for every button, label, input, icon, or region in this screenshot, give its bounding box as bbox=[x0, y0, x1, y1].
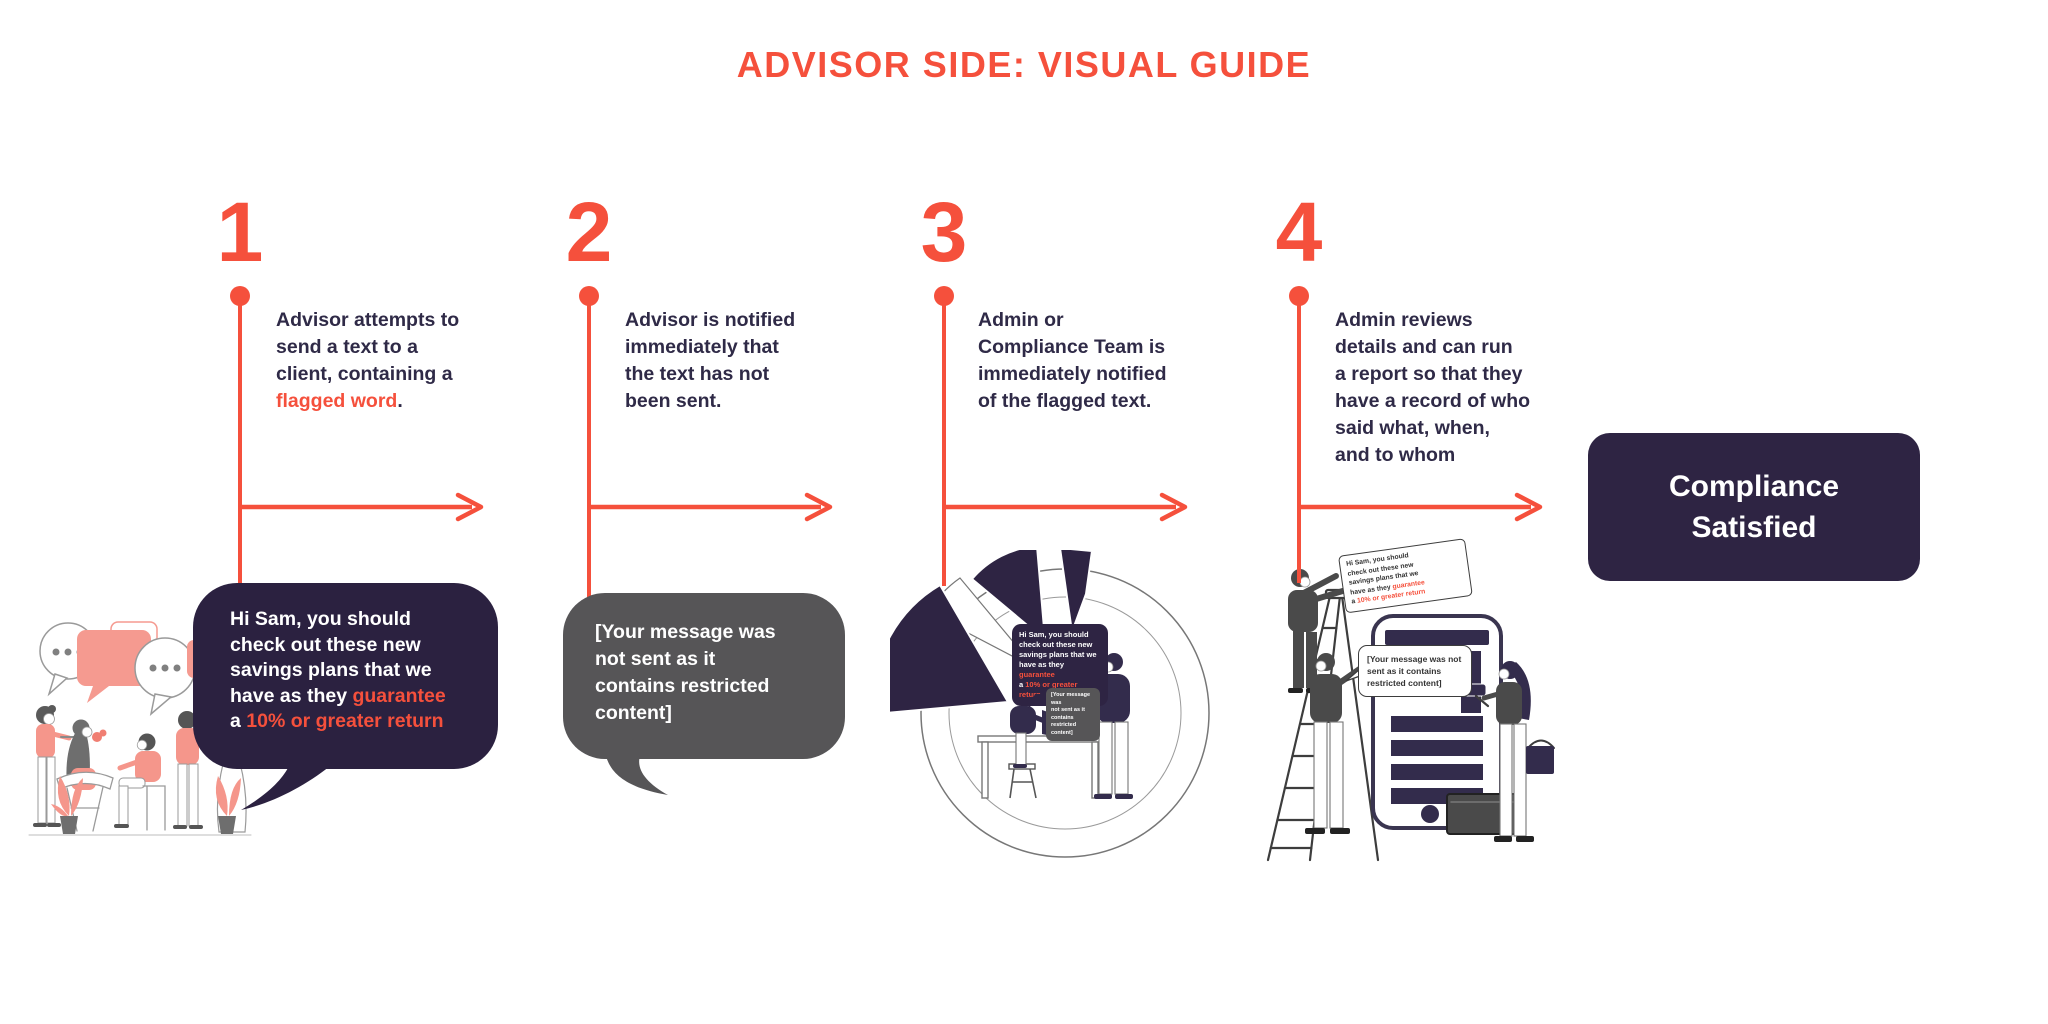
step-number-1: 1 bbox=[216, 185, 264, 279]
pie-wedge bbox=[890, 583, 1010, 714]
system-message-bubble: [Your message was not sent as it contain… bbox=[563, 593, 845, 759]
timeline-line-3 bbox=[942, 295, 946, 586]
pie-wedge bbox=[1059, 550, 1094, 633]
compliance-satisfied-box: Compliance Satisfied bbox=[1588, 433, 1920, 581]
step-number-3: 3 bbox=[920, 185, 968, 279]
system-message-bubble-mini: [Your message was not sent as it contain… bbox=[1046, 688, 1100, 741]
arrow-right-icon bbox=[240, 492, 484, 522]
flagged-word-highlight: flagged word bbox=[276, 390, 398, 412]
advisor-message-bubble-mini: Hi Sam, you should check out these new s… bbox=[1012, 624, 1108, 706]
bucket-handle bbox=[1527, 739, 1555, 749]
system-bubble-tail bbox=[606, 756, 668, 795]
arrow-right-icon bbox=[944, 492, 1188, 522]
chat-bubble-icon bbox=[77, 630, 151, 686]
timeline-line-4 bbox=[1297, 295, 1301, 583]
bucket bbox=[1526, 746, 1554, 774]
timeline-line-1 bbox=[238, 295, 242, 585]
compliance-satisfied-label: Compliance Satisfied bbox=[1668, 470, 1840, 544]
step-description-3: Admin or Compliance Team is immediately … bbox=[978, 309, 1167, 412]
step-description-4: Admin reviews details and can run a repo… bbox=[1335, 309, 1531, 466]
timeline-line-2 bbox=[587, 295, 591, 598]
pie-wedge bbox=[970, 550, 1047, 643]
step-description-1: Advisor attempts to send a text to a cli… bbox=[276, 309, 460, 412]
arrow-right-icon bbox=[1299, 492, 1543, 522]
advisor-message-bubble: Hi Sam, you should check out these new s… bbox=[193, 583, 498, 769]
step-number-4: 4 bbox=[1275, 185, 1323, 279]
arrow-right-icon bbox=[589, 492, 833, 522]
page-title: ADVISOR SIDE: VISUAL GUIDE bbox=[736, 44, 1312, 85]
advisor-message-text: Hi Sam, you should check out these new s… bbox=[230, 608, 446, 732]
system-message-text: [Your message was not sent as it contain… bbox=[595, 621, 776, 724]
system-message-bubble-sign: [Your message was not sent as it contain… bbox=[1358, 645, 1472, 697]
step-number-2: 2 bbox=[565, 185, 613, 279]
advisor-bubble-tail bbox=[241, 766, 330, 810]
step-description-2: Advisor is notified immediately that the… bbox=[625, 309, 796, 412]
mini-bubble-tail bbox=[1028, 694, 1046, 708]
